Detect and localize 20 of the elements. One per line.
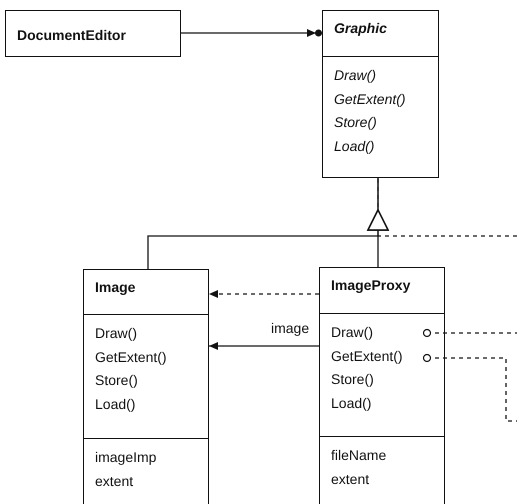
association-arrow: [181, 29, 322, 37]
method-list: Draw() GetExtent() Store() Load(): [331, 321, 403, 415]
edge-label: image: [270, 320, 310, 336]
class-name: Image: [95, 278, 136, 297]
note-connector: [422, 328, 517, 338]
method-list: Draw() GetExtent() Store() Load(): [95, 322, 167, 416]
class-box: [319, 267, 445, 504]
class-box: [322, 10, 439, 178]
class-name: ImageProxy: [331, 276, 412, 295]
note-connector: [422, 354, 517, 422]
attribute-list: fileName extent: [331, 444, 386, 491]
dependency-arrow: [209, 290, 319, 298]
method-list: Draw() GetExtent() Store() Load(): [334, 64, 406, 158]
class-name: DocumentEditor: [17, 26, 126, 44]
class-box: [83, 269, 209, 504]
class-box: [5, 10, 181, 57]
attribute-list: imageImp extent: [95, 446, 156, 493]
reference-arrow: [209, 342, 319, 350]
inheritance-line: [367, 178, 517, 237]
class-name: Graphic: [334, 19, 388, 38]
